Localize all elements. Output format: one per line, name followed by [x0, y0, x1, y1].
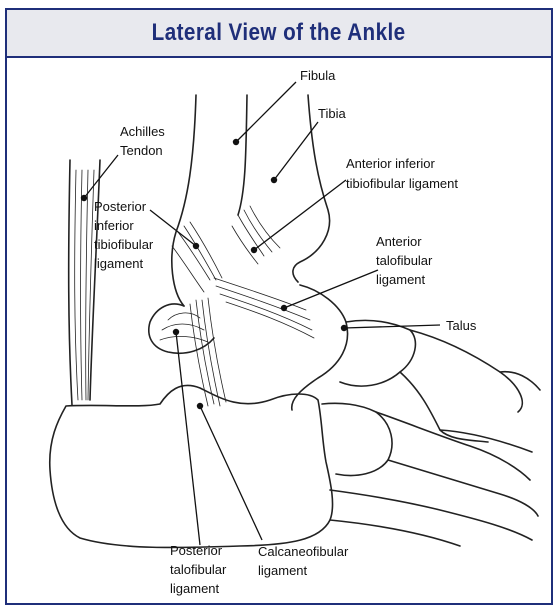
label-post-inf-tibiofib-line1: Posterior	[94, 199, 147, 214]
label-post-inf-tibiofib-line3: tibiofibular	[94, 237, 154, 252]
label-calcaneofib-line1: Calcaneofibular	[258, 544, 349, 559]
label-post-talofib-line3: ligament	[170, 581, 220, 596]
label-ant-talofib-line3: ligament	[376, 272, 426, 287]
label-post-talofib-line2: talofibular	[170, 562, 227, 577]
label-tibia: Tibia	[318, 106, 346, 121]
forefoot-bones-shape	[322, 320, 540, 546]
malleolus-shape	[149, 304, 214, 353]
label-ant-inf-tibiofib-line1: Anterior inferior	[346, 156, 436, 171]
label-ant-inf-tibiofib-line2: tibiofibular ligament	[346, 176, 458, 191]
label-achilles-line2: Tendon	[120, 143, 163, 158]
label-ant-talofib-line2: talofibular	[376, 253, 433, 268]
label-fibula: Fibula	[300, 68, 336, 83]
label-talus: Talus	[446, 318, 477, 333]
tibia-shape	[293, 95, 330, 282]
talus-shape	[292, 285, 348, 410]
label-ant-talofib-line1: Anterior	[376, 234, 422, 249]
label-calcaneofib-line2: ligament	[258, 563, 308, 578]
leader-dots	[81, 139, 347, 409]
label-achilles-line1: Achilles	[120, 124, 165, 139]
label-post-inf-tibiofib-line2: inferior	[94, 218, 134, 233]
fibula-shape	[172, 95, 247, 306]
label-post-inf-tibiofib-line4: ligament	[94, 256, 144, 271]
label-post-talofib-line1: Posterior	[170, 543, 223, 558]
